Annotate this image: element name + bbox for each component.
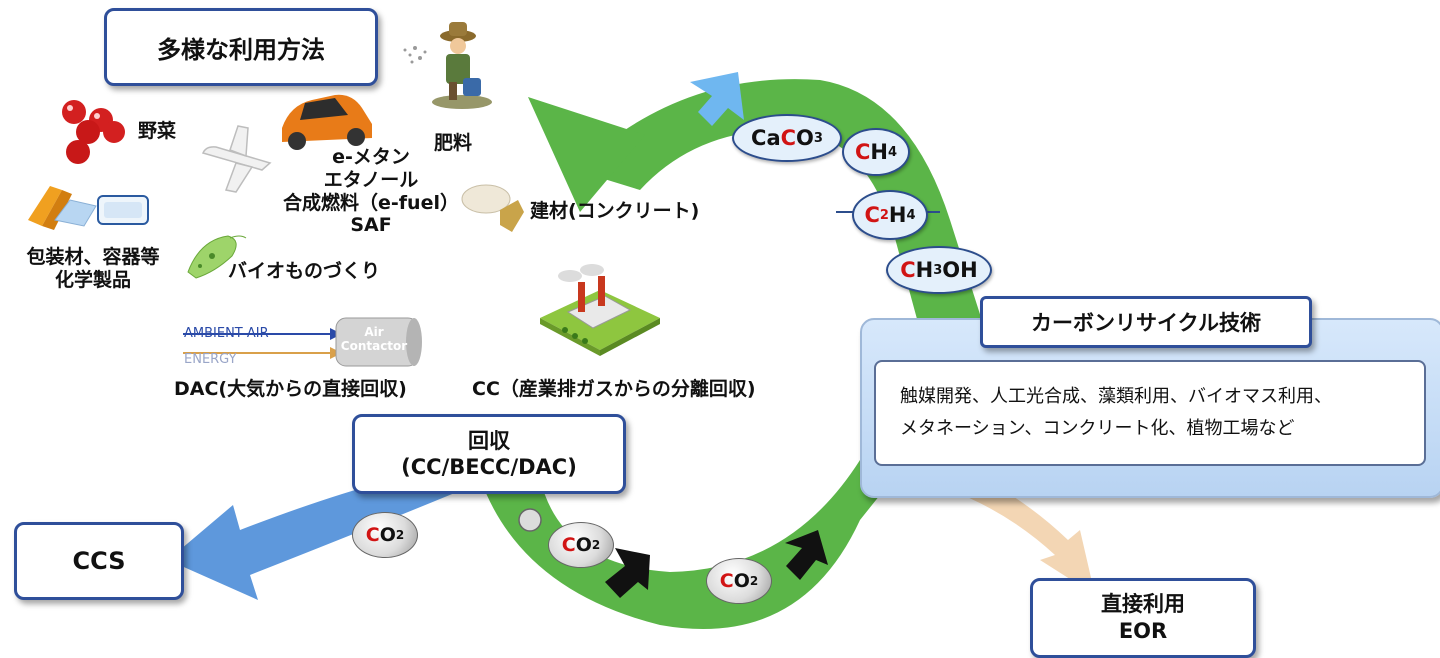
dac-label: DAC(大気からの直接回収) bbox=[174, 378, 407, 400]
co2-sub: 2 bbox=[749, 574, 759, 588]
direct-use-box: 直接利用 EOR bbox=[1030, 578, 1256, 658]
energy-label: ENERGY bbox=[184, 352, 237, 367]
factory-icon bbox=[540, 264, 660, 356]
ch3oh-c: C bbox=[900, 258, 916, 282]
tomato-icon bbox=[62, 100, 125, 164]
fuel-ethanol: エタノール bbox=[323, 168, 419, 191]
building-material-label: 建材(コンクリート) bbox=[530, 200, 700, 222]
air-contactor-label: Air Contactor bbox=[336, 325, 412, 354]
ch4-c: C bbox=[854, 140, 871, 164]
farmer-icon bbox=[403, 22, 492, 109]
recycle-arc-bottom bbox=[480, 460, 900, 630]
co2-c: C bbox=[561, 534, 576, 556]
bio-manufacturing-label: バイオものづくり bbox=[228, 260, 381, 282]
diverse-uses-title: 多様な利用方法 bbox=[157, 35, 325, 64]
plane-icon bbox=[201, 125, 272, 193]
caco3-sub: 3 bbox=[813, 130, 823, 146]
ch3oh-oh: OH bbox=[942, 258, 978, 282]
caco3-ca: Ca bbox=[751, 126, 781, 150]
vegetables-label: 野菜 bbox=[138, 120, 177, 142]
chemical-products-label: 化学製品 bbox=[54, 268, 131, 291]
co2-sub: 2 bbox=[591, 538, 601, 552]
c2h4-h: H bbox=[888, 203, 907, 227]
ambient-air-label: AMBIENT AIR bbox=[184, 326, 269, 341]
ch4-h: H bbox=[870, 140, 888, 164]
air-contactor-icon bbox=[335, 317, 422, 367]
capture-box: 回収 (CC/BECC/DAC) bbox=[352, 414, 626, 494]
ccs-box: CCS bbox=[14, 522, 184, 600]
recycle-arc-arrowhead bbox=[528, 97, 645, 212]
co2-sub: 2 bbox=[395, 528, 405, 542]
car-icon bbox=[282, 94, 372, 150]
ch3oh-sub: 3 bbox=[933, 262, 943, 278]
direct-use-label: 直接利用 bbox=[1101, 591, 1185, 616]
ch4-sub: 4 bbox=[887, 144, 898, 160]
c2h4-c: C bbox=[864, 203, 880, 227]
capture-title: 回収 bbox=[468, 428, 510, 453]
tech-line-2: メタネーション、コンクリート化、植物工場など bbox=[900, 418, 1295, 439]
capture-subtitle: (CC/BECC/DAC) bbox=[401, 455, 577, 479]
cc-label: CC（産業排ガスからの分離回収) bbox=[472, 378, 756, 400]
air-contactor-line2: Contactor bbox=[340, 338, 408, 353]
packaging-label: 包装材、容器等 bbox=[26, 246, 160, 268]
small-bubble bbox=[518, 508, 542, 532]
fuel-synthetic: 合成燃料（e-fuel） bbox=[283, 191, 459, 214]
tech-line-1: 触媒開発、人工光合成、藻類利用、バイオマス利用、 bbox=[900, 386, 1332, 407]
co2-c: C bbox=[719, 570, 734, 592]
co2-o: O bbox=[379, 524, 396, 546]
caco3-c: C bbox=[780, 126, 797, 150]
co2-c: C bbox=[365, 524, 380, 546]
co2-o: O bbox=[575, 534, 592, 556]
c2h4-sub2: 4 bbox=[906, 207, 916, 223]
fertilizer-label: 肥料 bbox=[434, 132, 473, 154]
fuel-saf: SAF bbox=[350, 214, 392, 237]
up-right-arrow bbox=[785, 530, 828, 580]
diverse-uses-box: 多様な利用方法 bbox=[104, 8, 378, 86]
fuel-e-methane: e-メタン bbox=[332, 146, 410, 168]
eor-label: EOR bbox=[1118, 619, 1168, 643]
air-contactor-line1: Air bbox=[364, 325, 384, 339]
ccs-label: CCS bbox=[72, 547, 126, 575]
concrete-icon bbox=[461, 184, 524, 232]
co2-o: O bbox=[733, 570, 750, 592]
carbon-recycling-title: カーボンリサイクル技術 bbox=[1031, 311, 1261, 335]
microorganism-icon bbox=[187, 235, 247, 279]
packaging-icon bbox=[28, 186, 149, 230]
down-arrow bbox=[605, 548, 650, 598]
chemicals-label: 包装材、容器等 化学製品 bbox=[18, 246, 168, 292]
caco3-o: O bbox=[796, 126, 814, 150]
ccs-arrow bbox=[168, 470, 486, 600]
c2h4-sub1: 2 bbox=[879, 207, 889, 223]
carbon-recycling-details: 触媒開発、人工光合成、藻類利用、バイオマス利用、 メタネーション、コンクリート化… bbox=[874, 360, 1426, 466]
carbon-recycling-title-box: カーボンリサイクル技術 bbox=[980, 296, 1312, 348]
up-arrow bbox=[690, 72, 744, 126]
fuels-label: e-メタン エタノール 合成燃料（e-fuel） SAF bbox=[280, 146, 462, 237]
ch3oh-h: H bbox=[915, 258, 934, 282]
